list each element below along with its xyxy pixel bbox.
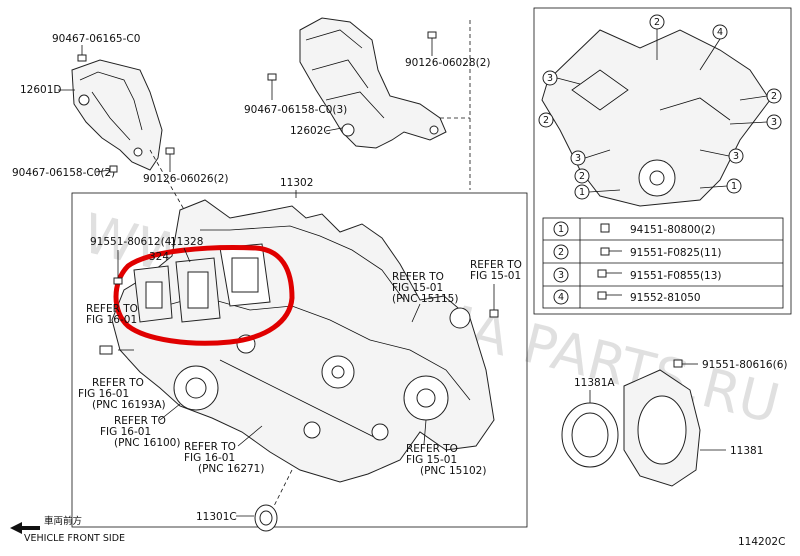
label-11302: 11302 xyxy=(280,177,313,189)
svg-text:1: 1 xyxy=(731,181,737,192)
oil-seal-11381a xyxy=(561,402,619,468)
label-11324: 324 xyxy=(149,251,169,263)
label-90467-06158-c0-3: 90467-06158-C0(3) xyxy=(244,104,347,116)
svg-text:2: 2 xyxy=(654,17,660,28)
cover-12601d xyxy=(71,59,163,171)
ref-pnc-16271: REFER TO FIG 16-01 (PNC 16271) xyxy=(184,441,264,475)
svg-text:2: 2 xyxy=(543,115,549,126)
legend-num-1: 1 xyxy=(558,224,564,235)
legend-part-1: 94151-80800(2) xyxy=(630,224,715,236)
cover-plate xyxy=(219,243,271,307)
oil-seal-11301c xyxy=(254,504,278,532)
ref-pnc-15115: REFER TO FIG 15-01 (PNC 15115) xyxy=(392,271,458,305)
direction-jp: 車両前方 xyxy=(44,515,82,527)
cover-12602c xyxy=(299,17,447,149)
svg-text:3: 3 xyxy=(733,151,739,162)
label-11381: 11381 xyxy=(730,445,763,457)
label-11328: 11328 xyxy=(170,236,203,248)
legend-num-4: 4 xyxy=(558,292,564,303)
inset-box xyxy=(533,7,792,315)
bolt-90467-06165 xyxy=(77,48,87,62)
direction-en: VEHICLE FRONT SIDE xyxy=(24,533,125,544)
svg-text:3: 3 xyxy=(575,153,581,164)
ref-pnc-16100: REFER TO FIG 16-01 (PNC 16100) xyxy=(100,415,180,449)
label-11381a: 11381A xyxy=(574,377,615,389)
ref-pnc-15102: REFER TO FIG 15-01 (PNC 15102) xyxy=(406,443,486,477)
legend-part-2: 91551-F0825(11) xyxy=(630,247,722,259)
legend-part-3: 91551-F0855(13) xyxy=(630,270,722,282)
inset-callouts: 2 4 3 2 2 3 3 3 2 1 1 xyxy=(538,14,782,200)
oil-seal-retainer-11381 xyxy=(623,369,701,487)
svg-text:3: 3 xyxy=(771,117,777,128)
ref-pnc-16193a: REFER TO FIG 16-01 (PNC 16193A) xyxy=(78,377,166,411)
svg-text:2: 2 xyxy=(579,171,585,182)
label-12601d: 12601D xyxy=(20,84,62,96)
svg-text:2: 2 xyxy=(771,91,777,102)
label-91551-80616-6: 91551-80616(6) xyxy=(702,359,787,371)
ref-fig-16-01-a: REFER TO FIG 16-01 xyxy=(86,303,141,326)
legend-num-2: 2 xyxy=(558,247,564,258)
gasket-11324 xyxy=(133,265,173,323)
label-90467-06165-c0: 90467-06165-C0 xyxy=(52,33,140,45)
ref-fig-15-01: REFER TO FIG 15-01 xyxy=(470,259,525,282)
bolt-legend-table: 1 94151-80800(2) 2 91551-F0825(11) 3 915… xyxy=(542,217,784,309)
label-12602c: 12602C xyxy=(290,125,331,137)
legend-num-3: 3 xyxy=(558,270,564,281)
svg-text:1: 1 xyxy=(579,187,585,198)
assembly-box-11302 xyxy=(71,192,528,528)
label-91551-80612-4: 91551-80612(4) xyxy=(90,236,175,248)
gasket-11328 xyxy=(175,257,221,323)
svg-text:3: 3 xyxy=(547,73,553,84)
highlight-circle xyxy=(113,245,295,346)
label-90126-06026-2: 90126-06026(2) xyxy=(143,173,228,185)
label-90467-06158-c0-2: 90467-06158-C0(2) xyxy=(12,167,115,179)
label-90126-06028-2: 90126-06028(2) xyxy=(405,57,490,69)
label-11301c: 11301C xyxy=(196,511,237,523)
svg-text:4: 4 xyxy=(717,27,723,38)
vehicle-front-arrow-icon xyxy=(10,522,40,534)
diagram-code: 114202C xyxy=(738,536,785,548)
legend-part-4: 91552-81050 xyxy=(630,292,701,304)
